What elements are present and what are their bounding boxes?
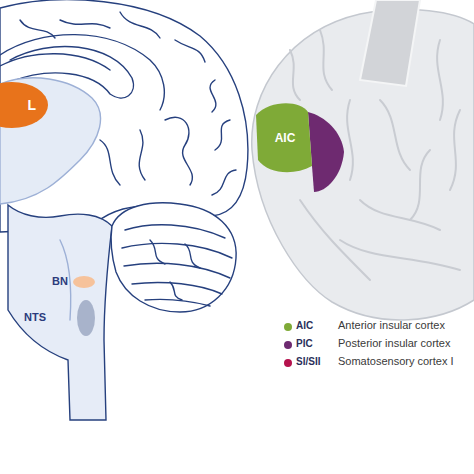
node-text: L	[27, 97, 36, 113]
node-text: AIC	[275, 131, 296, 145]
legend-text: Somatosensory cortex I	[338, 355, 454, 367]
region-label: NTS	[24, 311, 46, 323]
legend-swatch	[284, 359, 292, 367]
legend-text: Posterior insular cortex	[338, 337, 451, 349]
legend-abbreviation: SI/SII	[296, 356, 320, 367]
legend-text: Anterior insular cortex	[338, 319, 445, 331]
legend-swatch	[284, 323, 292, 331]
legend-abbreviation: PIC	[296, 338, 313, 349]
anterior-insula-region: AIC	[254, 98, 316, 178]
legend-swatch	[284, 341, 292, 349]
region-label: BN	[52, 275, 68, 287]
legend-abbreviation: AIC	[296, 320, 313, 331]
